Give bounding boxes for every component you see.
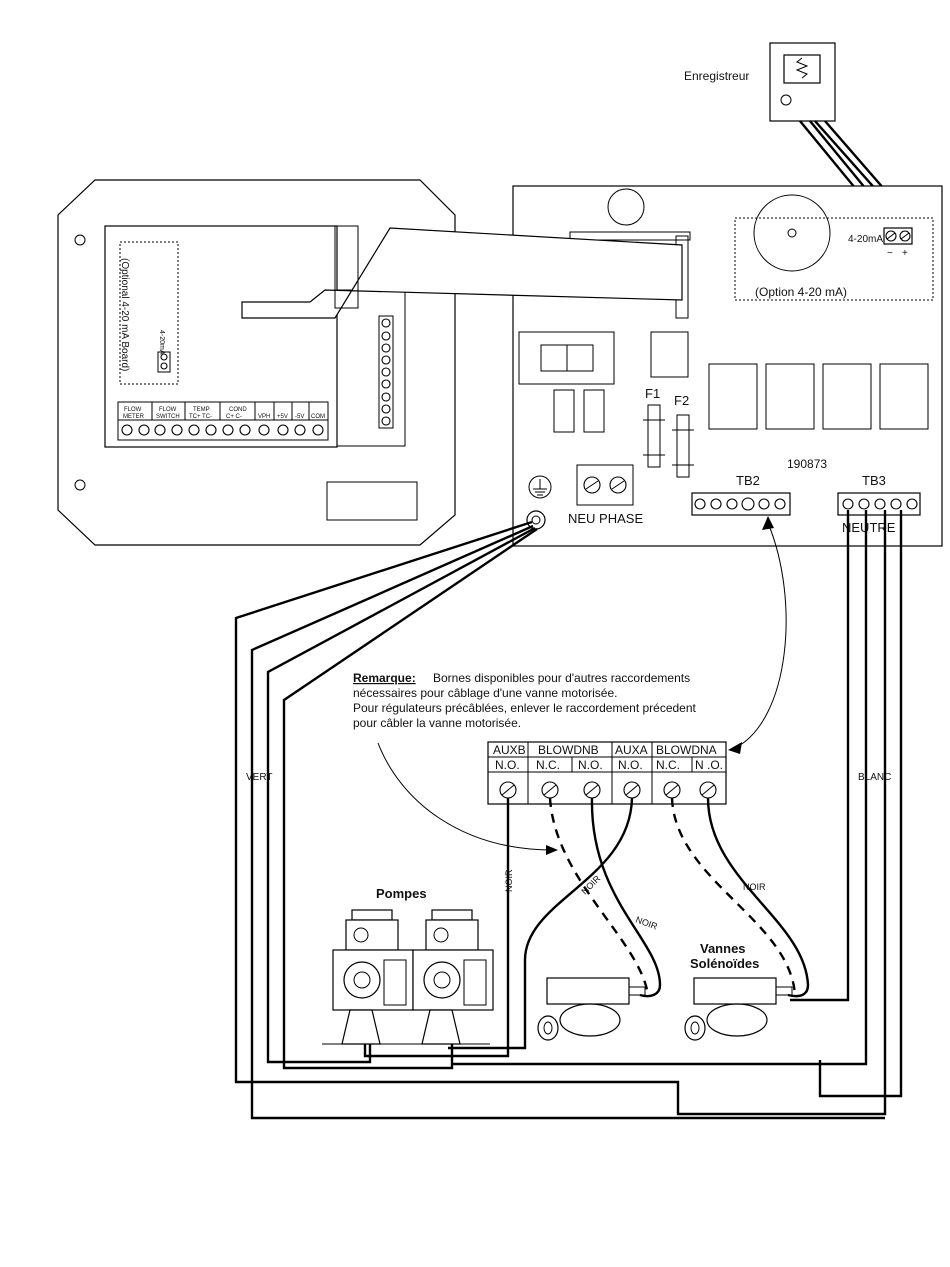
terminal-cond-bottom: C+ C-	[226, 414, 242, 420]
valves-label-line2: Solénoïdes	[690, 956, 759, 971]
left-bottom-terminals	[121, 424, 324, 436]
fuse2-label: F2	[674, 393, 689, 408]
black-wires: NOIR NOIR NOIR NOIR	[363, 797, 810, 1058]
col-blowdna-no: N .O.	[695, 758, 723, 772]
wire-label-noir-1: NOIR	[504, 869, 514, 892]
solenoid-valve-right-icon	[684, 977, 793, 1041]
fuse1-label: F1	[645, 386, 660, 401]
remark-line2: nécessaires pour câblage d'une vanne mot…	[353, 686, 617, 700]
col-auxb-no: N.O.	[495, 758, 520, 772]
option-caption: (Option 4-20 mA)	[755, 285, 847, 299]
wire-label-noir-3: NOIR	[634, 914, 659, 931]
col-blowdnb-nc: N.C.	[536, 758, 560, 772]
left-side-terminals	[381, 318, 391, 426]
option-plus-label: +	[902, 248, 908, 259]
remark-line1: Bornes disponibles pour d'autres raccord…	[433, 671, 690, 685]
col-blowdna: BLOWDNA	[656, 743, 717, 757]
recorder-label: Enregistreur	[684, 69, 749, 83]
col-auxb: AUXB	[493, 743, 526, 757]
ribbon-cable	[241, 225, 683, 319]
tb2-label: TB2	[736, 473, 760, 488]
terminal-cond-top: COND	[229, 407, 247, 413]
terminal-vph-bottom: VPH	[258, 414, 270, 420]
terminal-neg5v-bottom: -5V	[295, 414, 304, 420]
option-signal-label: 4-20mA	[848, 234, 883, 245]
solenoid-valve-left-icon	[537, 977, 646, 1041]
terminal-com-bottom: COM	[311, 414, 325, 420]
remark-line4: pour câbler la vanne motorisée.	[353, 716, 521, 730]
terminal-flow-meter-bottom: METER	[123, 414, 145, 420]
pump-left-icon	[322, 909, 414, 1045]
option-minus-label: −	[887, 248, 893, 259]
tb3-terminals	[842, 498, 918, 510]
col-auxa-no: N.O.	[618, 758, 643, 772]
neu-phase-label: NEU PHASE	[568, 511, 643, 526]
terminal-flow-meter-top: FLOW	[124, 407, 142, 413]
relay-terminal-block: AUXB N.O. BLOWDNB N.C. N.O. AUXA N.O. BL…	[487, 741, 727, 805]
field-wiring: VERT BLANC	[234, 510, 903, 1120]
remark-line3: Pour régulateurs précâblées, enlever le …	[353, 701, 697, 715]
terminal-temp-bottom: TC+ TC-	[189, 414, 212, 420]
remark-note: Remarque: Bornes disponibles pour d'autr…	[353, 671, 697, 855]
terminal-flow-switch-bottom: SWITCH	[156, 414, 180, 420]
wire-label-noir-4: NOIR	[743, 882, 766, 892]
tb2-active-terminal	[741, 497, 755, 511]
tb2-terminals	[694, 498, 786, 510]
left-signal-label: 4-20mA	[158, 330, 165, 355]
col-blowdna-nc: N.C.	[656, 758, 680, 772]
valves-label-line1: Vannes	[700, 941, 746, 956]
ground-icon	[528, 475, 552, 499]
tb3-label: TB3	[862, 473, 886, 488]
part-number: 190873	[787, 457, 827, 471]
relay-screws	[499, 781, 717, 799]
optional-board-label: (Optional 4-20 mA Board)	[119, 258, 130, 371]
wire-label-noir-2: NOIR	[579, 873, 602, 896]
wire-label-vert: VERT	[246, 772, 273, 783]
col-auxa: AUXA	[615, 743, 648, 757]
pump-right-icon	[402, 909, 494, 1045]
neutre-label: NEUTRE	[842, 520, 896, 535]
wire-label-blanc: BLANC	[858, 772, 891, 783]
col-blowdnb: BLOWDNB	[538, 743, 599, 757]
pumps-label: Pompes	[376, 886, 427, 901]
terminal-5v-bottom: +5V	[277, 414, 288, 420]
left-enclosure: (Optional 4-20 mA Board) 4-20mA FLOW MET…	[57, 179, 456, 546]
terminal-temp-top: TEMP	[193, 407, 210, 413]
col-blowdnb-no: N.O.	[578, 758, 603, 772]
recorder: Enregistreur	[684, 42, 836, 122]
terminal-flow-switch-top: FLOW	[159, 407, 177, 413]
tb2-arrow	[728, 516, 787, 754]
remark-heading: Remarque:	[353, 671, 416, 685]
